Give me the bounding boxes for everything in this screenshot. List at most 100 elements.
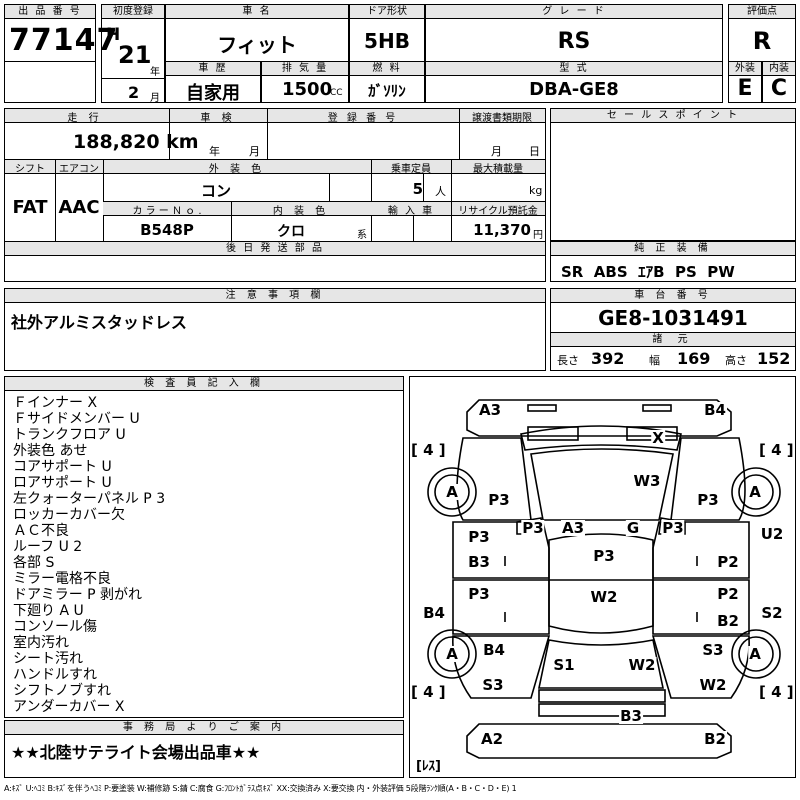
reg-no-label: 登 録 番 号 — [327, 113, 399, 124]
ext-color: コン — [200, 182, 231, 200]
notes-text: 社外アルミスタッドレス — [11, 313, 187, 332]
damage-mark: A — [445, 483, 459, 501]
grade-box: グ レ ー ド RS — [425, 4, 723, 62]
damage-mark: A — [445, 645, 459, 663]
inspector-line: Ｆインナー X — [13, 395, 98, 411]
inspection-label: 車 検 — [200, 113, 236, 124]
chassis-number: GE8-1031491 — [598, 306, 748, 330]
exterior-label: 外装 — [729, 62, 761, 76]
later-parts-label: 後 日 発 送 部 品 — [5, 242, 545, 256]
inspector-line: 下廻り A U — [13, 603, 84, 619]
inspector-line: 外装色 あせ — [13, 443, 88, 459]
mileage-label: 走 行 — [67, 113, 103, 124]
score-box: 評価点 R — [728, 4, 796, 62]
first-reg-label: 初度登録 — [102, 5, 164, 19]
office-box: 事 務 局 よ り ご 案 内 ★★北陸サテライト会場出品車★★ — [4, 720, 404, 778]
sales-point-label: セ ー ル ス ポ イ ン ト — [551, 109, 795, 123]
displacement-unit: CC — [330, 88, 343, 98]
tire-depth-fl: [ 4 ] — [411, 441, 446, 459]
lot-label: 出 品 番 号 — [5, 5, 95, 19]
ext-color-label: 外 装 色 — [208, 164, 266, 175]
car-name-box: 車 名 フィット — [165, 4, 349, 62]
damage-mark: W2 — [698, 676, 728, 694]
damage-mark: B4 — [482, 641, 506, 659]
damage-mark: P3 — [521, 519, 545, 537]
capacity: 5 — [412, 180, 423, 198]
equipment-list: SR ABS ｴｱB PS PW — [561, 263, 735, 281]
legend: A:ｷｽﾞ U:ﾍｺﾐ B:ｷｽﾞを伴うﾍｺﾐ P:要塗装 W:補修跡 S:錆 … — [4, 784, 517, 793]
inspector-line: コアサポート U — [13, 459, 112, 475]
interior-box: 内装 C — [762, 61, 796, 103]
era: H — [106, 25, 121, 45]
inspector-line: ロアサポート U — [13, 475, 112, 491]
import-label: 輸 入 車 — [387, 206, 435, 217]
spec-block: 走 行 車 検 登 録 番 号 譲渡書類期限 188,820 km 年 月 月 … — [4, 108, 546, 282]
damage-mark: B3 — [619, 707, 643, 725]
month-unit: 月 — [150, 93, 160, 104]
damage-mark: S2 — [760, 604, 784, 622]
door-label: ドア形状 — [350, 5, 424, 19]
model-box: 型 式 DBA-GE8 — [425, 61, 723, 103]
grade: RS — [557, 29, 591, 54]
car-name: フィット — [217, 33, 297, 57]
office-label: 事 務 局 よ り ご 案 内 — [5, 721, 403, 735]
car-name-label: 車 名 — [166, 5, 348, 19]
first-reg-box: 初度登録 H 21 年 2 月 — [101, 4, 165, 104]
history-box: 車 歴 自家用 — [165, 61, 261, 104]
grade-label: グ レ ー ド — [426, 5, 722, 19]
inspector-line: シフトノブすれ — [13, 683, 111, 699]
height-label: 高さ — [725, 354, 747, 367]
damage-mark: A — [748, 645, 762, 663]
inspector-line: 室内汚れ — [13, 635, 69, 651]
height: 152 — [757, 349, 791, 368]
inspector-line: ミラー電格不良 — [13, 571, 111, 587]
damage-mark: S3 — [481, 676, 505, 694]
damage-mark: B2 — [716, 612, 740, 630]
damage-mark: G — [625, 519, 641, 537]
damage-mark: B2 — [703, 730, 727, 748]
ac: AAC — [58, 197, 100, 218]
equipment-box: 純 正 装 備 SR ABS ｴｱB PS PW — [550, 241, 796, 282]
transfer-day-unit: 日 — [529, 145, 540, 158]
lot-number: 77147 — [9, 23, 119, 58]
interior-grade: C — [770, 76, 788, 101]
history-label: 車 歴 — [166, 62, 260, 76]
damage-mark: B4 — [703, 401, 727, 419]
inspection-month-unit: 月 — [249, 145, 260, 158]
damage-mark: A2 — [479, 730, 505, 748]
max-load-label: 最大積載量 — [473, 164, 523, 175]
mileage: 188,820 km — [73, 131, 199, 153]
office-text: ★★北陸サテライト会場出品車★★ — [11, 743, 261, 762]
damage-mark: P2 — [716, 553, 740, 571]
reg-year: 21 — [118, 41, 152, 69]
exterior-box: 外装 E — [728, 61, 762, 103]
model-label: 型 式 — [426, 62, 722, 76]
damage-mark: A3 — [477, 401, 503, 419]
color-no-label: カ ラ ー Ｎ ｏ . — [132, 206, 202, 217]
notes-box: 注 意 事 項 欄 社外アルミスタッドレス — [4, 288, 546, 371]
width-label: 幅 — [649, 354, 660, 367]
damage-mark: X — [651, 429, 665, 447]
interior-label: 内装 — [763, 62, 795, 76]
inspector-line: アンダーカバー X — [13, 699, 125, 715]
displacement-label: 排 気 量 — [262, 62, 348, 76]
inspector-line: ドアミラー P 剥がれ — [13, 587, 143, 603]
int-color-label: 内 装 色 — [272, 206, 330, 217]
damage-mark: W2 — [589, 588, 619, 606]
transfer-label: 譲渡書類期限 — [472, 113, 532, 124]
model-code: DBA-GE8 — [529, 79, 619, 100]
inspector-line: ＡＣ不良 — [13, 523, 69, 539]
damage-mark: A — [748, 483, 762, 501]
damage-mark: U2 — [759, 525, 785, 543]
inspector-line: ロッカーカバー欠 — [13, 507, 125, 523]
fuel-label: 燃 料 — [350, 62, 424, 76]
transfer-month-unit: 月 — [491, 145, 502, 158]
fuel: ｶﾞｿﾘﾝ — [368, 82, 406, 100]
dims-label: 諸 元 — [551, 333, 795, 347]
damage-mark: P2 — [716, 585, 740, 603]
inspector-line: コンソール傷 — [13, 619, 97, 635]
capacity-label: 乗車定員 — [391, 164, 431, 175]
damage-mark: B4 — [422, 604, 446, 622]
damage-mark: P3 — [487, 491, 511, 509]
